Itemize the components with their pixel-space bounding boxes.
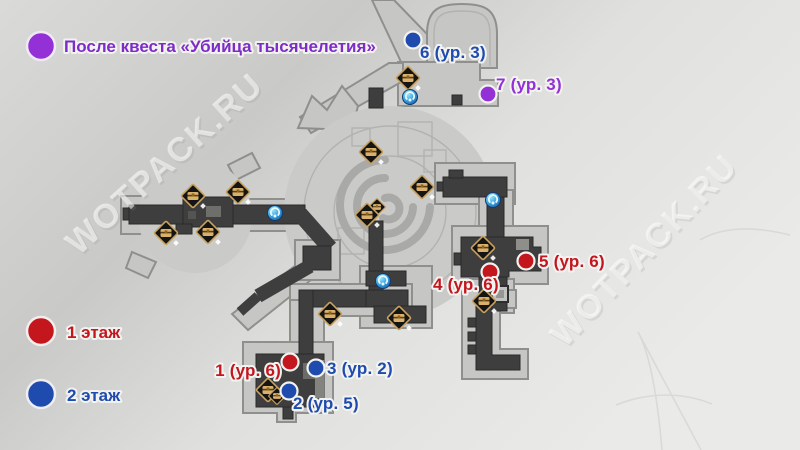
right-l-nub-1 [467,317,477,328]
rotunda-grid-1 [397,121,433,157]
corridor-diag-2 [254,259,314,303]
legend-quest-dot [25,30,57,62]
teleport-layer [267,89,501,289]
corridor-diag-3 [236,292,262,316]
map-marker-1 [280,352,300,372]
corridor-pillar-2 [188,211,196,219]
teleport-icon [267,205,283,221]
chest-layer [153,65,497,405]
corridor-vertical [298,289,314,355]
map-marker-label-2: 2 (ур. 5) [293,394,359,413]
round-room-wing-sw [124,250,158,280]
right-main-room-nub [453,252,462,266]
legend-floor2-dot [25,378,57,410]
chest-icon [471,288,497,314]
map-marker-5 [516,251,536,271]
legend-floor1-label: 1 этаж [67,323,121,342]
map-marker-label-1: 1 (ур. 6) [215,361,281,380]
map-marker-label-3: 3 (ур. 2) [327,359,393,378]
top-room-block [451,94,463,106]
map-marker-6 [403,30,423,50]
room-dome [426,2,498,69]
right-top-room-nub [436,181,444,192]
map-marker-7 [478,84,498,104]
legend: После квеста «Убийца тысячелетия» 1 этаж… [25,30,378,410]
right-main-room-pillar [516,239,529,250]
marker-layer: 1 (ур. 6) 2 (ур. 5) 3 (ур. 2) 4 (ур. 6) 5 (у… [213,30,607,415]
corridor-diag-1 [294,208,336,254]
chest-icon [395,65,421,91]
chest-icon [386,305,412,331]
map-marker-label-5: 5 (ур. 6) [539,252,605,271]
chest-icon [225,179,251,205]
legend-floor2-label: 2 этаж [67,386,121,405]
map-marker-2 [279,381,299,401]
teleport-icon [375,273,391,289]
right-small-room-block [496,290,504,298]
room-top-right [397,61,499,107]
chest-icon [358,139,384,165]
legend-floor1-dot [25,315,57,347]
background-sketch [615,228,791,450]
bottom-room-nub [282,406,294,420]
room-dome-inner-line [433,10,491,66]
map-marker-4 [480,262,500,282]
stub-rotunda-top [368,87,384,109]
teleport-icon [402,89,418,105]
map-marker-label-6: 6 (ур. 3) [420,43,486,62]
chest-icon [354,202,380,228]
corridor-west-nub [175,223,193,235]
right-l-nub-2 [467,331,477,342]
corridor-pillar-1 [206,206,221,217]
chest-icon [195,219,221,245]
bottom-room-pillar-1 [315,360,324,398]
right-l-nub-3 [467,344,477,355]
rotunda-grid-4 [351,127,371,147]
map-marker-3 [306,358,326,378]
right-top-room-bump [448,169,464,179]
map-marker-label-4: 4 (ур. 6) [433,275,499,294]
teleport-icon [485,192,501,208]
map-marker-label-7: 7 (ур. 3) [496,75,562,94]
corridor-tee-lower [365,289,409,308]
legend-quest-label: После квеста «Убийца тысячелетия» [64,37,376,56]
